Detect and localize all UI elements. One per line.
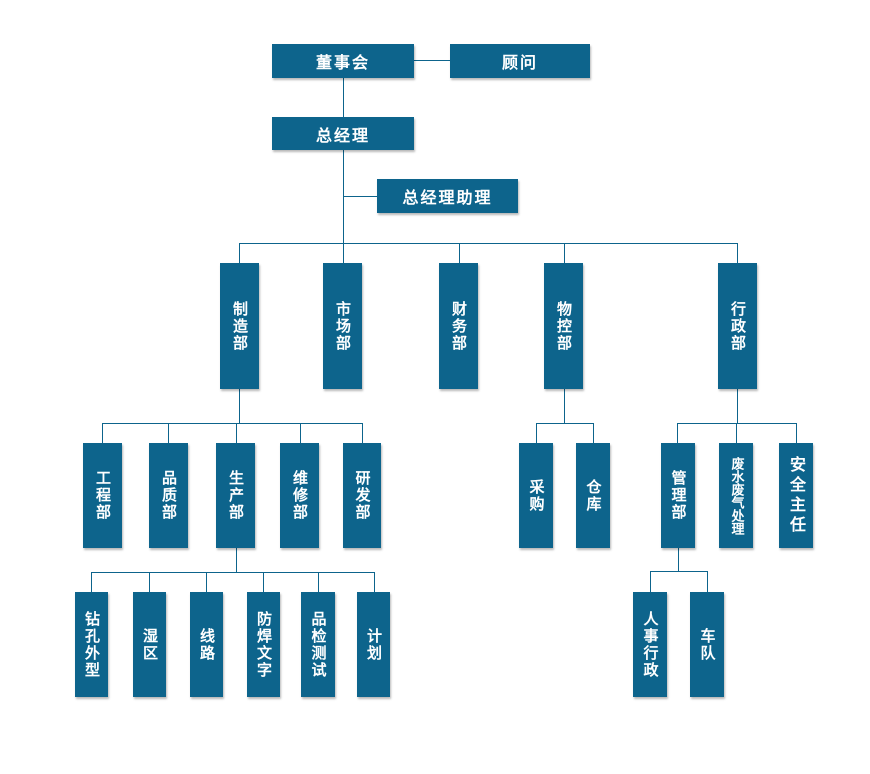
node-warehouse: 仓库	[576, 443, 610, 548]
connector-line	[677, 423, 678, 443]
connector-line	[707, 571, 708, 592]
node-circuit-label: 线路	[198, 627, 216, 662]
node-wet-area: 湿区	[133, 592, 166, 697]
connector-line	[536, 423, 537, 443]
node-advisor-label: 顾问	[501, 53, 538, 72]
connector-line	[236, 548, 237, 572]
node-manufacturing-dept-label: 制造部	[231, 300, 249, 352]
node-quality-dept-label: 品质部	[160, 470, 178, 521]
connector-line	[91, 572, 92, 592]
node-admin-dept-label: 行政部	[729, 300, 747, 352]
node-board: 董事会	[272, 44, 414, 78]
node-maintenance-dept: 维修部	[280, 443, 319, 548]
node-hr-admin-label: 人事行政	[641, 610, 660, 679]
node-safety-director-label: 安全主任	[787, 455, 806, 536]
connector-line	[318, 572, 319, 592]
connector-line	[678, 548, 679, 571]
node-quality-dept: 品质部	[149, 443, 188, 548]
node-rnd-dept: 研发部	[343, 443, 381, 548]
node-waste-treatment-label: 废水废气处理	[728, 456, 744, 535]
node-management-dept-label: 管理部	[669, 470, 688, 521]
node-waste-treatment: 废水废气处理	[719, 443, 753, 548]
connector-line	[374, 572, 375, 592]
connector-line	[239, 243, 737, 244]
connector-line	[343, 78, 344, 117]
connector-line	[239, 389, 240, 423]
connector-line	[650, 571, 651, 592]
node-general-manager: 总经理	[272, 117, 414, 150]
connector-line	[362, 423, 363, 443]
node-marketing-dept: 市场部	[323, 263, 362, 389]
connector-line	[206, 572, 207, 592]
node-engineering-dept-label: 工程部	[94, 470, 112, 521]
node-gm-assistant-label: 总经理助理	[402, 188, 493, 207]
node-admin-dept: 行政部	[718, 263, 757, 389]
node-board-label: 董事会	[315, 53, 370, 72]
node-marketing-dept-label: 市场部	[334, 300, 352, 352]
connector-line	[236, 423, 237, 443]
node-purchasing: 采购	[519, 443, 553, 548]
node-finance-dept-label: 财务部	[450, 300, 468, 352]
connector-line	[168, 423, 169, 443]
node-material-control-dept-label: 物控部	[555, 300, 573, 352]
connector-line	[564, 389, 565, 423]
node-purchasing-label: 采购	[527, 478, 546, 513]
node-rnd-dept-label: 研发部	[353, 470, 372, 521]
node-drilling-profile: 钻孔外型	[75, 592, 108, 697]
connector-line	[459, 243, 460, 263]
node-material-control-dept: 物控部	[544, 263, 583, 389]
connector-line	[593, 423, 594, 443]
node-safety-director: 安全主任	[779, 443, 813, 548]
node-finance-dept: 财务部	[439, 263, 478, 389]
connector-line	[737, 389, 738, 423]
node-production-dept: 生产部	[216, 443, 255, 548]
node-planning-label: 计划	[365, 627, 383, 662]
connector-line	[564, 243, 565, 263]
node-maintenance-dept-label: 维修部	[291, 470, 309, 521]
node-warehouse-label: 仓库	[584, 478, 603, 513]
node-circuit: 线路	[190, 592, 223, 697]
connector-line	[796, 423, 797, 443]
connector-line	[102, 423, 103, 443]
node-solder-mask-text-label: 防焊文字	[255, 610, 273, 679]
node-solder-mask-text: 防焊文字	[247, 592, 280, 697]
connector-line	[414, 60, 450, 61]
connector-line	[737, 243, 738, 263]
node-hr-admin: 人事行政	[633, 592, 667, 697]
node-production-dept-label: 生产部	[227, 470, 245, 521]
node-fleet-label: 车队	[698, 627, 717, 662]
connector-line	[102, 423, 362, 424]
node-engineering-dept: 工程部	[83, 443, 122, 548]
connector-line	[536, 423, 593, 424]
connector-line	[149, 572, 150, 592]
node-inspection-testing-label: 品检测试	[309, 610, 328, 679]
connector-line	[91, 572, 374, 573]
node-advisor: 顾问	[450, 44, 590, 78]
connector-line	[650, 571, 707, 572]
node-inspection-testing: 品检测试	[301, 592, 335, 697]
node-management-dept: 管理部	[661, 443, 695, 548]
node-fleet: 车队	[690, 592, 724, 697]
node-wet-area-label: 湿区	[141, 627, 159, 662]
node-planning: 计划	[357, 592, 390, 697]
connector-line	[300, 423, 301, 443]
connector-line	[343, 150, 344, 263]
connector-line	[736, 423, 737, 443]
node-general-manager-label: 总经理	[315, 125, 370, 145]
connector-line	[343, 196, 377, 197]
connector-line	[263, 572, 264, 592]
node-manufacturing-dept: 制造部	[220, 263, 259, 389]
connector-line	[239, 243, 240, 263]
node-drilling-profile-label: 钻孔外型	[83, 610, 101, 679]
node-gm-assistant: 总经理助理	[377, 179, 518, 213]
